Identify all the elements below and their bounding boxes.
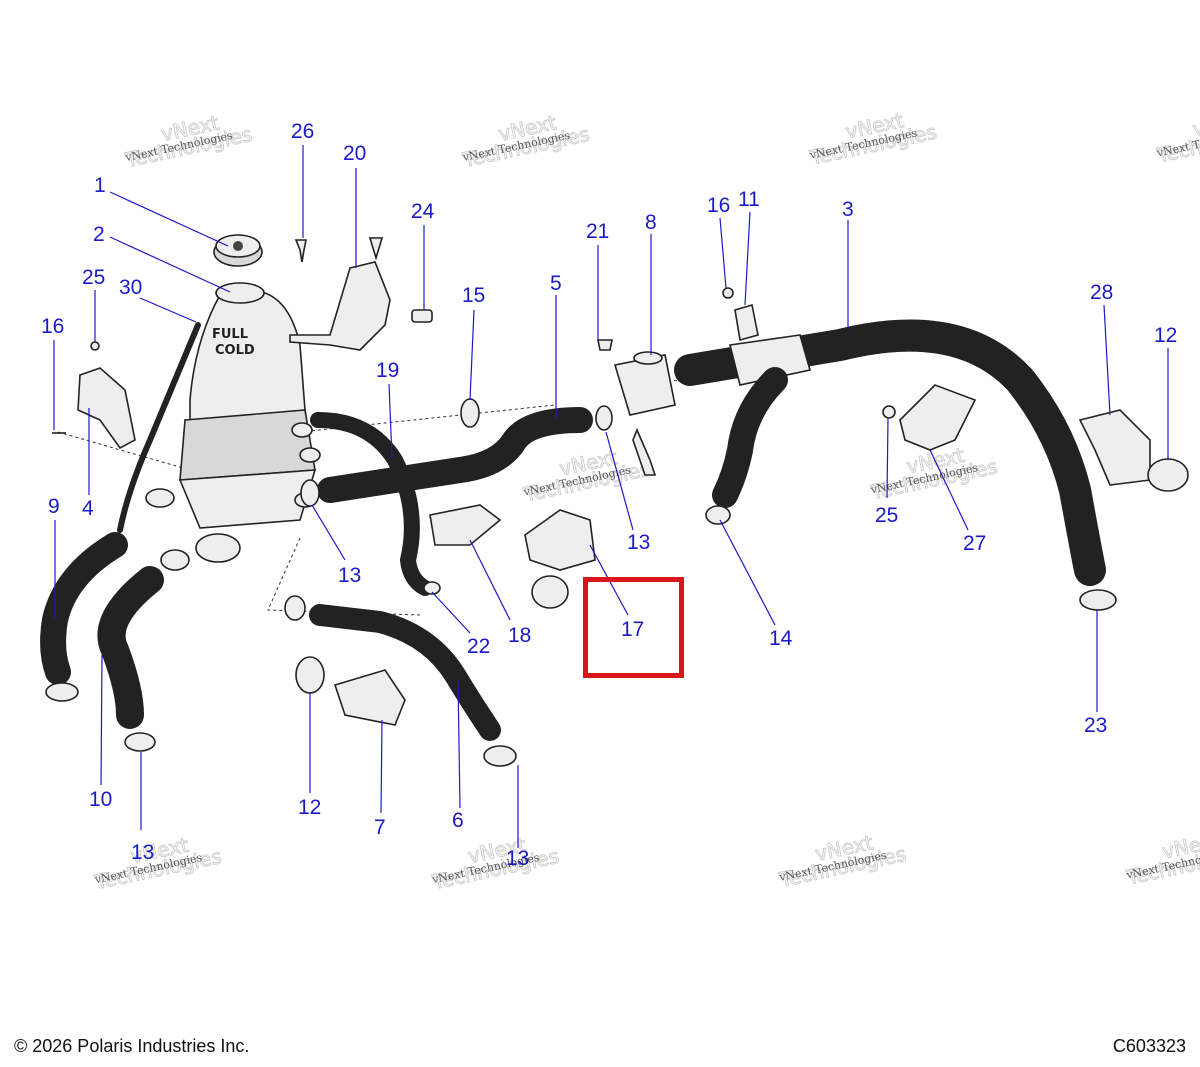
- callout-16-right[interactable]: 16: [707, 194, 730, 217]
- hose-clamp: [160, 549, 190, 571]
- parts: FULL COLD: [40, 234, 1189, 767]
- diagram-code: C603323: [1112, 1036, 1186, 1056]
- callout-25-right[interactable]: 25: [875, 504, 898, 527]
- callout-30[interactable]: 30: [119, 276, 142, 299]
- callout-20[interactable]: 20: [343, 142, 366, 165]
- coupling-fitting: [333, 669, 406, 726]
- callout-15[interactable]: 15: [462, 284, 485, 307]
- cable-tie: [632, 427, 657, 476]
- reservoir-bracket: [77, 367, 136, 450]
- bracket-clip: [734, 303, 759, 342]
- callout-24[interactable]: 24: [411, 200, 435, 223]
- watermark: Technologies vNext vNext Technologies: [1123, 827, 1200, 890]
- mount-bracket: [289, 261, 391, 351]
- watermark: Technologies vNext vNext Technologies: [807, 108, 940, 171]
- callouts: 26 20 1 24 2 25 30 16 15 5 21 8 16 11 3 …: [41, 120, 1177, 870]
- bolt: [722, 287, 734, 299]
- callout-16-left[interactable]: 16: [41, 315, 64, 338]
- push-rivet: [368, 237, 384, 261]
- hose-clamp: [124, 732, 156, 752]
- leader-lines: [53, 145, 1169, 848]
- hose-clamp: [284, 595, 306, 621]
- callout-17[interactable]: 17: [621, 618, 644, 641]
- callout-28[interactable]: 28: [1090, 281, 1113, 304]
- watermark: Technologies vNext vNext Technologies: [776, 830, 909, 893]
- callout-27[interactable]: 27: [963, 532, 986, 555]
- callout-1[interactable]: 1: [94, 174, 106, 197]
- watermark: Technologies vNext vNext Technologies: [459, 110, 592, 173]
- hose-clamp: [460, 398, 480, 428]
- hose-clamp: [423, 581, 441, 595]
- tank-label-cold: COLD: [215, 343, 255, 358]
- callout-23[interactable]: 23: [1084, 714, 1107, 737]
- cable-tie: [597, 339, 613, 351]
- callout-9[interactable]: 9: [48, 495, 60, 518]
- callout-12-bottom[interactable]: 12: [298, 796, 321, 819]
- hose-clamp: [1079, 589, 1117, 611]
- clip-fastener: [411, 309, 433, 323]
- screw: [90, 341, 100, 351]
- callout-10[interactable]: 10: [89, 788, 112, 811]
- tee-fitting: [729, 334, 812, 386]
- callout-4[interactable]: 4: [82, 497, 94, 520]
- callout-8[interactable]: 8: [645, 211, 657, 234]
- callout-6[interactable]: 6: [452, 809, 464, 832]
- hose-clamp: [45, 682, 79, 702]
- callout-13-bottom[interactable]: 13: [131, 841, 154, 864]
- callout-14-bottom[interactable]: 13: [506, 847, 529, 870]
- callout-26[interactable]: 26: [291, 120, 314, 143]
- watermark: Technologies vNext vNext Technologies: [1154, 105, 1200, 168]
- spring-clamp: [1147, 458, 1189, 492]
- callout-25[interactable]: 25: [82, 266, 105, 289]
- push-rivet: [294, 239, 307, 263]
- reservoir-cap: [213, 234, 263, 267]
- callout-13-center[interactable]: 13: [627, 531, 650, 554]
- callout-19[interactable]: 19: [376, 359, 399, 382]
- hose-clamp: [483, 745, 517, 767]
- hose-clamp: [300, 479, 320, 507]
- highlight-box: [583, 577, 684, 678]
- hose-fitting: [429, 504, 502, 546]
- callout-11[interactable]: 11: [738, 188, 760, 211]
- watermark: Technologies vNext vNext Technologies: [429, 832, 562, 895]
- tank-label-full: FULL: [212, 327, 248, 342]
- callout-3[interactable]: 3: [842, 198, 854, 221]
- spring-clamp: [531, 575, 569, 609]
- hose-clamp: [705, 505, 731, 525]
- nut: [882, 405, 896, 419]
- callout-2[interactable]: 2: [93, 223, 105, 246]
- tee-connector: [524, 509, 596, 571]
- callout-21[interactable]: 21: [586, 220, 609, 243]
- watermark: Technologies vNext vNext Technologies: [122, 110, 255, 173]
- hose-clamp: [145, 488, 175, 508]
- watermark: Technologies vNext vNext Technologies: [520, 444, 653, 507]
- spring-clamp: [295, 656, 325, 694]
- watermark: Technologies vNext vNext Technologies: [92, 832, 225, 895]
- callout-12-right[interactable]: 12: [1154, 324, 1177, 347]
- callout-13-left[interactable]: 13: [338, 564, 361, 587]
- hose-clamp: [595, 405, 613, 431]
- callout-7[interactable]: 7: [374, 816, 386, 839]
- copyright-text: © 2026 Polaris Industries Inc.: [14, 1036, 250, 1056]
- elbow-fitting: [1078, 409, 1151, 486]
- callout-5[interactable]: 5: [550, 272, 562, 295]
- watermark-line3: vNext: [1191, 106, 1200, 142]
- callout-18[interactable]: 18: [508, 624, 531, 647]
- pipe-bracket: [899, 384, 977, 451]
- callout-22[interactable]: 22: [467, 635, 490, 658]
- coolant-reservoir: FULL COLD: [178, 282, 321, 563]
- callout-14-center[interactable]: 14: [769, 627, 793, 650]
